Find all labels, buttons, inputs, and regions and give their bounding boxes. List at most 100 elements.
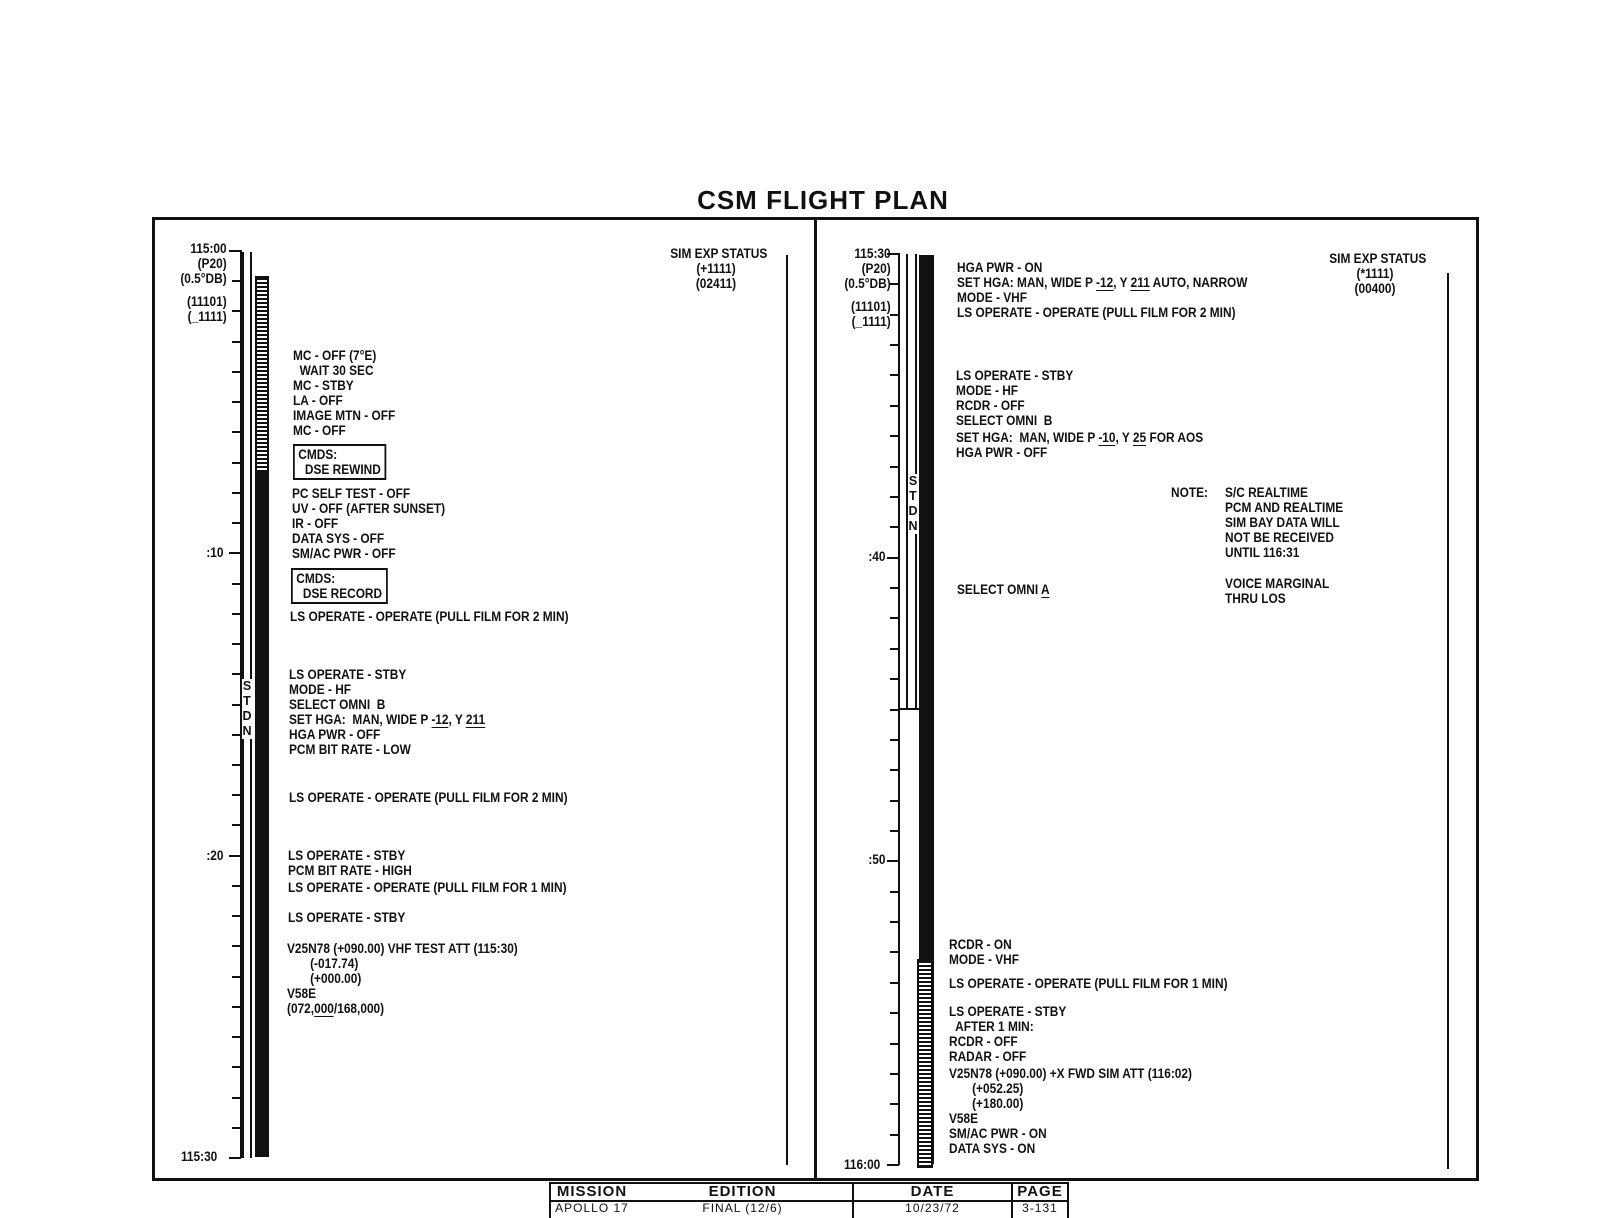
step: SM/AC PWR - ON	[949, 1126, 1047, 1141]
time-tick	[232, 310, 241, 313]
time-tick	[887, 1164, 899, 1166]
time-tick	[232, 340, 241, 343]
page-value: 3-131	[1022, 1201, 1058, 1215]
status-code-1: (11101)	[851, 299, 891, 314]
time-tick	[232, 703, 241, 706]
time-tick	[229, 854, 241, 857]
time-tick	[890, 1072, 899, 1075]
step: LS OPERATE - STBY	[288, 848, 406, 863]
program: (P20)	[861, 261, 891, 276]
step: SM/AC PWR - OFF	[292, 546, 396, 561]
footer-mission: MISSION APOLLO 17	[549, 1182, 635, 1218]
time-tick	[232, 582, 241, 585]
step: RADAR - OFF	[949, 1049, 1027, 1064]
sim-exp-title: SIM EXP STATUS	[670, 246, 768, 261]
date-label: DATE	[854, 1184, 1011, 1202]
note-text: S/C REALTIME PCM AND REALTIME SIM BAY DA…	[1225, 485, 1343, 606]
time-axis	[240, 250, 242, 1158]
time-tick	[232, 522, 241, 525]
time-label-10: :10	[206, 545, 224, 560]
time-label-end: 115:30	[180, 1149, 217, 1164]
step: LS OPERATE - OPERATE (PULL FILM FOR 2 MI…	[957, 305, 1236, 320]
time-tick	[890, 617, 899, 620]
attitude-block: LS OPERATE - STBY AFTER 1 MIN: RCDR - OF…	[949, 1004, 1192, 1156]
column-divider	[814, 217, 817, 1181]
start-time: 115:30	[854, 246, 891, 261]
text: AUTO, NARROW	[1149, 275, 1248, 290]
right-sim-exp-status: SIM EXP STATUS (*1111) (00400)	[1329, 251, 1426, 296]
pitch-value: -10	[1098, 430, 1116, 446]
time-tick	[890, 829, 899, 832]
track-end-mark	[898, 708, 919, 710]
time-tick	[890, 587, 899, 590]
time-tick	[229, 552, 241, 555]
text: , Y	[1113, 275, 1131, 290]
mc-block: MC - OFF (7°E) WAIT 30 SEC MC - STBY LA …	[293, 348, 395, 438]
time-tick	[890, 344, 899, 347]
note-line: THRU LOS	[1225, 591, 1286, 606]
time-tick	[890, 1103, 899, 1106]
step: SET HGA: MAN, WIDE P -12, Y 211 AUTO, NA…	[957, 275, 1248, 291]
step: V25N78 (+090.00) +X FWD SIM ATT (116:02)	[949, 1066, 1192, 1081]
time-tick	[232, 491, 241, 494]
yaw-value: 211	[1130, 275, 1150, 291]
right-margin-line	[1447, 273, 1449, 1169]
left-sim-exp-status: SIM EXP STATUS (+1111) (02411)	[670, 246, 768, 291]
note-line: VOICE MARGINAL	[1225, 576, 1330, 591]
time-tick	[890, 951, 899, 954]
footer-edition: EDITION FINAL (12/6)	[633, 1182, 854, 1218]
step: MC - STBY	[293, 378, 354, 393]
time-tick	[887, 556, 899, 559]
stdn-t: T	[243, 694, 251, 708]
cmds-value: DSE RECORD	[296, 586, 383, 601]
page-title: CSM FLIGHT PLAN	[697, 185, 949, 215]
omni-value: B	[376, 697, 386, 712]
step: (+180.00)	[949, 1096, 1024, 1111]
step: IMAGE MTN - OFF	[293, 408, 396, 423]
stdn-label: S T D N	[242, 679, 252, 739]
data-track-bar	[255, 276, 269, 1157]
time-tick	[890, 404, 899, 407]
time-tick	[890, 435, 899, 438]
shutdown-block: PC SELF TEST - OFF UV - OFF (AFTER SUNSE…	[292, 486, 445, 561]
time-tick	[232, 915, 241, 918]
step: MC - OFF (7°E)	[293, 348, 377, 363]
time-tick	[890, 313, 899, 316]
step: RCDR - OFF	[949, 1034, 1018, 1049]
stdn-t: T	[909, 489, 917, 503]
step: PC SELF TEST - OFF	[292, 486, 411, 501]
step: MC - OFF	[293, 423, 346, 438]
time-label-40: :40	[868, 549, 886, 564]
yaw-value: 25	[1132, 430, 1147, 446]
step: (+052.25)	[949, 1081, 1024, 1096]
step: AFTER 1 MIN:	[949, 1019, 1034, 1034]
cmds-box-record: CMDS: DSE RECORD	[291, 568, 388, 604]
step: MODE - VHF	[957, 290, 1027, 305]
hga-off-block: LS OPERATE - STBY MODE - HF RCDR - OFF S…	[956, 368, 1203, 460]
rcdr-block: RCDR - ON MODE - VHF	[949, 937, 1019, 967]
text: FOR AOS	[1146, 430, 1204, 445]
time-tick	[890, 283, 899, 286]
time-tick	[232, 643, 241, 646]
time-label-end: 116:00	[843, 1157, 880, 1172]
text: SET HGA: MAN, WIDE P	[957, 275, 1097, 290]
status-code-2: (_1111)	[852, 314, 891, 329]
step: MODE - HF	[289, 682, 352, 697]
time-tick	[890, 1042, 899, 1045]
time-tick	[890, 678, 899, 681]
cmds-label: CMDS:	[298, 447, 338, 462]
note-line: SIM BAY DATA WILL	[1225, 515, 1340, 530]
step: DATA SYS - ON	[949, 1141, 1036, 1156]
step: PCM BIT RATE - LOW	[289, 742, 411, 757]
step: LS OPERATE - OPERATE (PULL FILM FOR 2 MI…	[290, 609, 569, 624]
text: SELECT OMNI	[956, 413, 1044, 428]
time-label-50: :50	[868, 852, 886, 867]
time-tick	[232, 824, 241, 827]
time-tick	[232, 401, 241, 404]
time-tick	[229, 1157, 241, 1159]
step: MODE - VHF	[949, 952, 1019, 967]
time-tick	[232, 975, 241, 978]
status-code-1: (11101)	[187, 294, 227, 309]
edition-label: EDITION	[633, 1184, 852, 1202]
